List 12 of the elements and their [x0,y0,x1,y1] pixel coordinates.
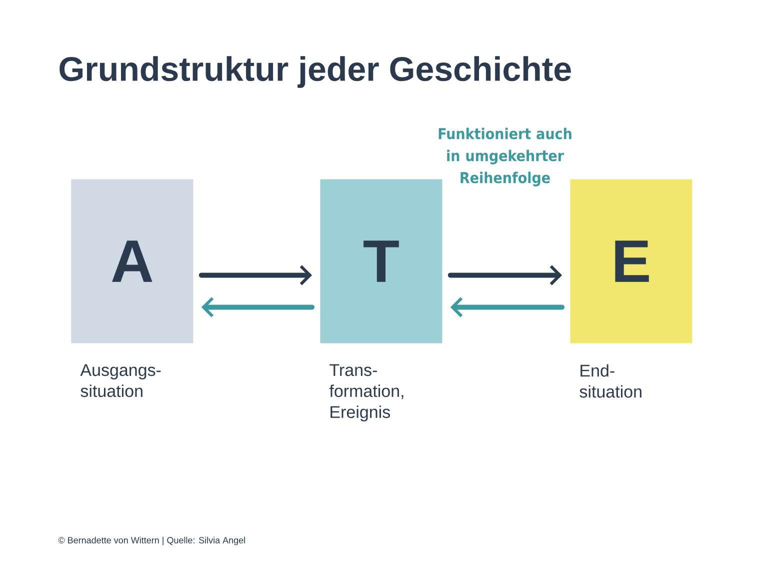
arrow [450,297,564,318]
node-label: End- situation [580,364,642,398]
node-label: Trans- formation, Ereignis [329,364,404,422]
node-label: Ausgangs- situation [80,364,161,398]
letter-box: A [71,179,194,344]
credit-line: © Bernadette von Wittern | Quelle: Silvia Angel [58,536,245,546]
arrow [201,297,314,318]
letter-box: T [320,179,442,344]
arrow [448,265,562,286]
arrow [198,265,312,286]
letter-box: E [570,179,692,344]
title: Grundstruktur jeder Geschichte [60,56,571,88]
